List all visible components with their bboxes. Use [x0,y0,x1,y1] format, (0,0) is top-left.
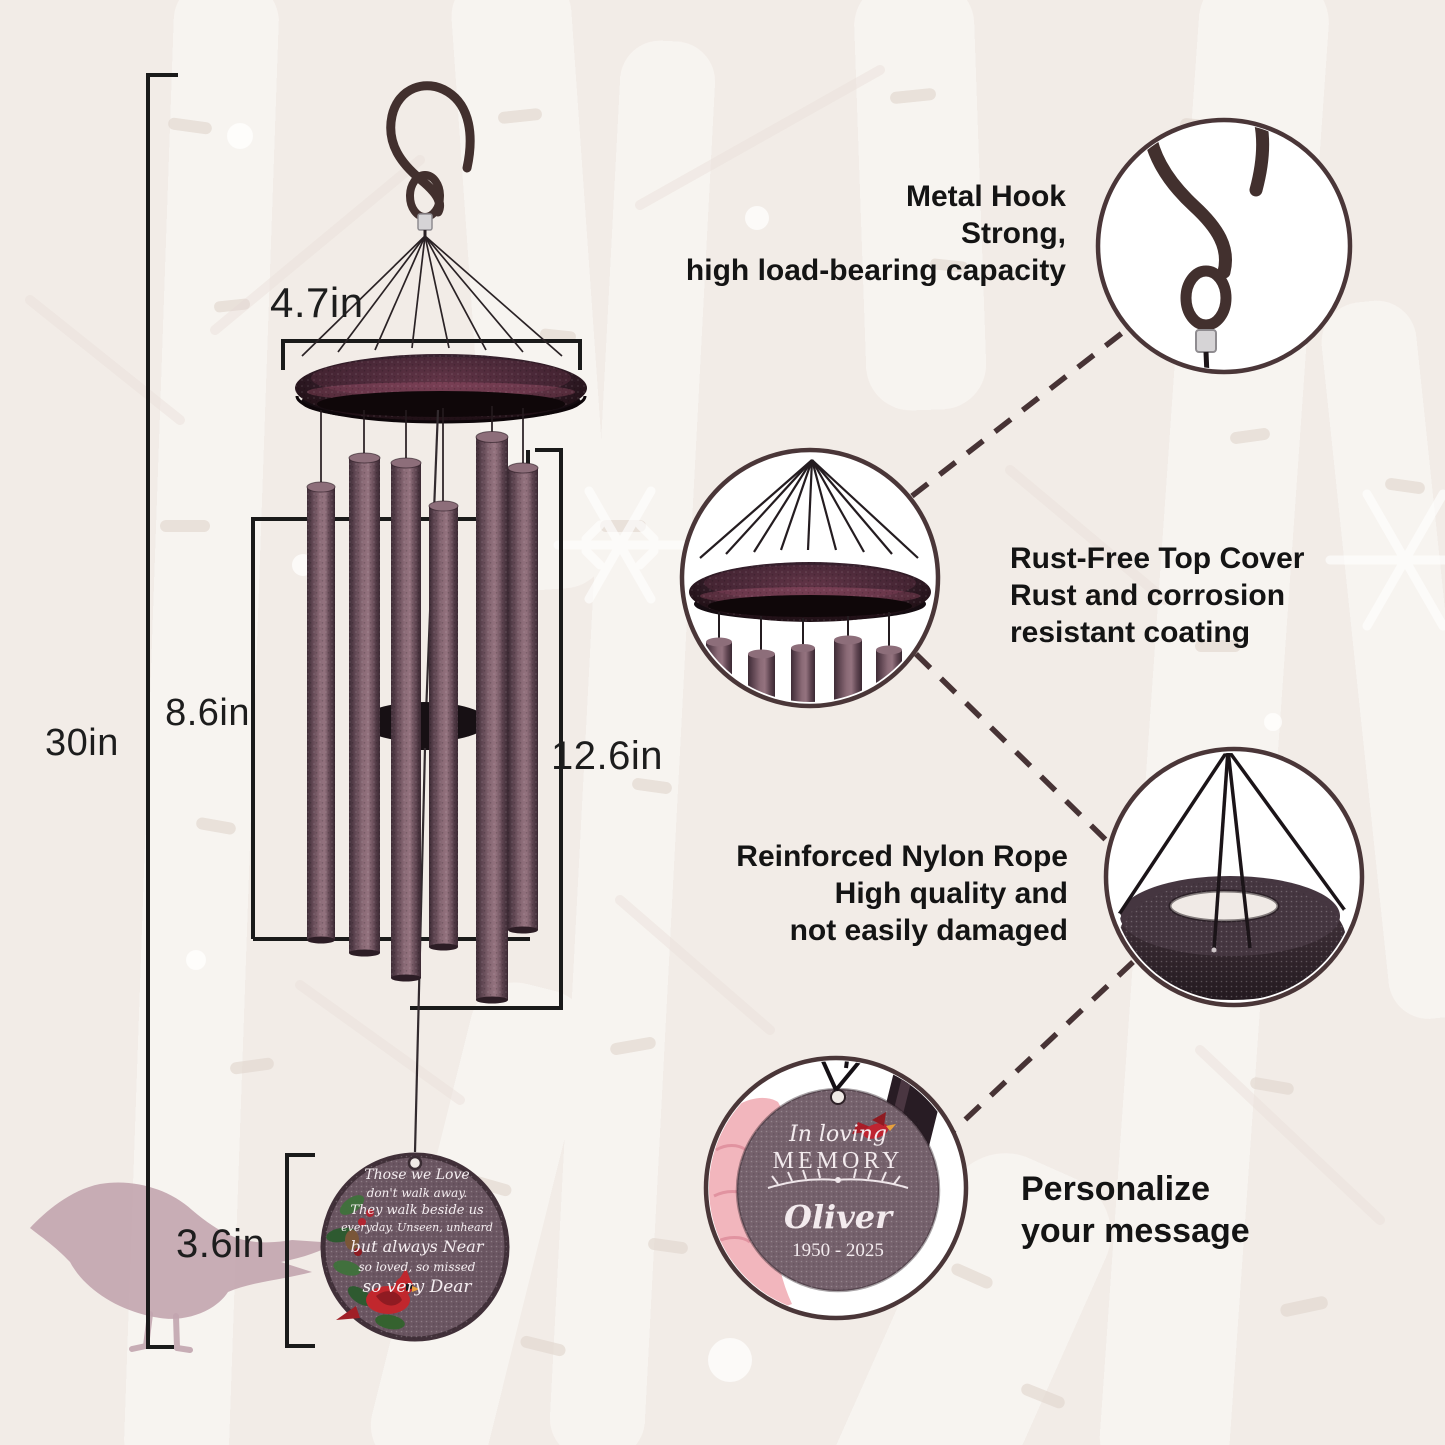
label-top-width: 4.7in [270,279,364,327]
feature-personalize-line1: Personalize [1021,1170,1210,1208]
label-pendant-size: 3.6in [176,1222,265,1267]
verse-line: everyday. Unseen, unheard [341,1221,493,1234]
holly-decoration [326,1195,405,1330]
label-total-height: 30in [45,722,119,765]
feature-personalize: Personalize your message [1021,1168,1250,1252]
laurel-divider [767,1168,909,1189]
pendant-verse: Those we Love don't walk away. They walk… [325,1168,509,1296]
feature-top-cover: Rust-Free Top Cover Rust and corrosion r… [1010,540,1304,651]
feature-nylon-rope-line1: Reinforced Nylon Rope [736,840,1068,873]
s-hook [386,81,475,237]
snowflake-decoration [553,486,1445,631]
connector-rope-pendant [950,959,1135,1135]
verse-line: but always Near [350,1237,484,1256]
nylon-rope-detail [1115,753,1349,1000]
bracket-30in [146,73,178,1349]
cardinal-bird [336,1268,420,1320]
connector-cover-rope [914,652,1112,846]
middle-section-value: 8.6in [165,692,250,734]
memorial-pendant [320,1152,510,1342]
feature-nylon-rope-line3: not easily damaged [789,914,1068,947]
feature-nylon-rope: Reinforced Nylon Rope High quality and n… [736,838,1068,949]
verse-line: so very Dear [362,1277,472,1297]
engraving-memory: MEMORY [772,1148,904,1174]
pendant-size-value: 3.6in [176,1222,266,1266]
feature-top-cover-line1: Rust-Free Top Cover [1010,542,1305,575]
main-wind-chime [295,81,587,1342]
label-middle-section: 8.6in [165,692,250,735]
feature-personalize-line2: your message [1021,1212,1250,1250]
connector-cover-hook [910,327,1128,499]
feature-top-cover-line3: resistant coating [1010,616,1251,649]
hanging-strings [301,235,563,357]
top-cover [295,354,587,424]
engraving-in-loving: In loving [789,1122,887,1147]
top-cover-detail [689,459,931,702]
feature-top-cover-line2: Rust and corrosion [1010,579,1286,612]
callout-personalized-pendant [703,1055,969,1321]
feature-metal-hook: Metal Hook Strong, high load-bearing cap… [686,178,1066,289]
bracket-12-6in [410,448,563,1010]
feature-nylon-rope-line2: High quality and [834,877,1068,910]
feature-metal-hook-line3: high load-bearing capacity [685,254,1066,287]
pendant-hole [407,1155,423,1171]
verse-line: They walk beside us [350,1203,484,1218]
cardinal-accent [852,1112,896,1139]
hook-detail [1142,123,1270,369]
tube-length-value: 12.6in [551,734,663,778]
feature-metal-hook-line1: Metal Hook [905,180,1066,213]
verse-line: Those we Love [364,1167,470,1183]
callout-hook [1095,117,1353,375]
dashed-connectors [910,327,1135,1135]
total-height-value: 30in [45,722,119,764]
engraving-name: Oliver [738,1198,938,1236]
swivel-connector [417,213,433,231]
bracket-4-7in [281,339,582,370]
label-tube-length: 12.6in [551,734,663,779]
callout-top-cover [679,447,941,709]
feature-metal-hook-line2: Strong, [961,217,1066,250]
bracket-3-6in [285,1153,315,1348]
engraving-name-value: Oliver [784,1198,892,1236]
verse-line: so loved, so missed [358,1260,476,1274]
engraving-heading-caps: MEMORY [738,1148,938,1175]
verse-line: don't walk away. [366,1186,468,1200]
engraving-years: 1950 - 2025 [738,1240,938,1262]
top-width-value: 4.7in [270,279,364,326]
engraving-years-value: 1950 - 2025 [792,1240,884,1261]
engraving-heading-script: In loving [738,1122,938,1147]
chime-tubes [306,431,539,1004]
callout-nylon-rope [1103,746,1365,1008]
